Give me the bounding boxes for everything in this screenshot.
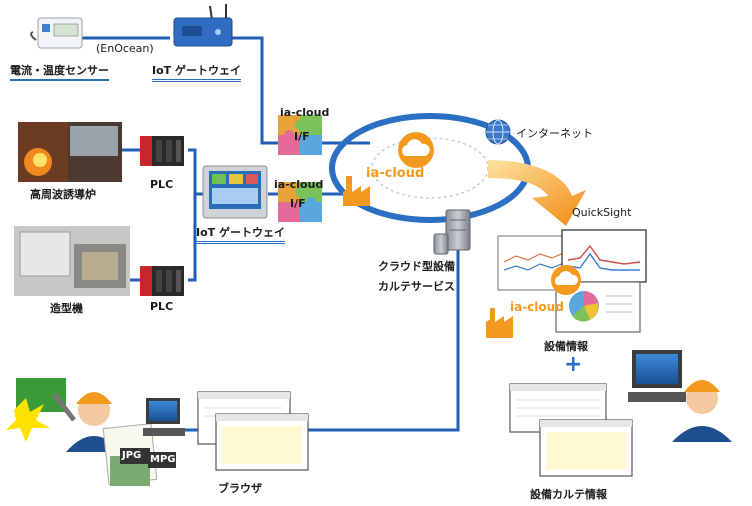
data-flow-arrow: [488, 160, 586, 226]
pc-icon-left: [143, 398, 185, 436]
enocean-label: (EnOcean): [96, 42, 154, 55]
browser-window-2: [215, 413, 309, 471]
furnace-photo: [18, 122, 122, 182]
internet-label: インターネット: [516, 127, 593, 140]
cloud-service-label-2: カルテサービス: [378, 280, 455, 293]
jpg-label: JPG: [122, 450, 142, 461]
karte-window-2: [539, 419, 633, 477]
sensor-label: 電流・温度センサー: [10, 62, 109, 81]
dashboard-factory-icon: [486, 308, 513, 338]
ia-cloud-if-label-2: ia-cloud: [274, 178, 324, 191]
server-icon: [433, 209, 471, 255]
quicksight-label: QuickSight: [572, 206, 632, 219]
plc-label-2: PLC: [150, 300, 174, 313]
factory-icon: [343, 176, 370, 206]
globe-icon: [485, 119, 511, 145]
interface-puzzle-icon-2: [278, 182, 322, 222]
dashboard-cloud-icon: [551, 265, 581, 295]
iot-gateway-top-label: IoT ゲートウェイ: [152, 62, 241, 82]
iot-gateway-mid-label: IoT ゲートウェイ: [196, 224, 285, 244]
molding-label: 造型機: [50, 302, 83, 315]
cloud-icon: [398, 132, 434, 168]
ia-cloud-if-label-1: ia-cloud: [280, 106, 330, 119]
plc-device-icon-2: [140, 266, 184, 296]
interface-puzzle-icon-1: [278, 115, 322, 155]
line-plc1-gateway: [188, 148, 205, 196]
mpg-label: MPG: [150, 454, 176, 465]
line-server-browser: [283, 248, 460, 432]
temperature-sensor-icon: [30, 17, 83, 49]
maintenance-tools-icon: [6, 378, 76, 442]
plc-device-icon-1: [140, 136, 184, 166]
worker-icon-right: [672, 380, 732, 442]
dashboard-logo-label: ia-cloud: [510, 300, 564, 314]
if-label-2: I/F: [290, 197, 306, 210]
plus-sign: +: [564, 352, 583, 377]
cloud-logo-label: ia-cloud: [366, 166, 425, 181]
cloud-service-label-1: クラウド型設備: [378, 260, 455, 273]
pc-icon-right: [628, 350, 686, 402]
equipment-info-label: 設備情報: [544, 340, 588, 353]
iot-gateway-device-icon: [173, 4, 233, 47]
molding-machine-photo: [14, 226, 130, 296]
touch-panel-gateway-icon: [202, 165, 268, 219]
media-files-icon: [102, 423, 176, 486]
line-plc2-gateway: [188, 194, 197, 282]
browser-label: ブラウザ: [218, 482, 262, 495]
if-label-1: I/F: [294, 130, 310, 143]
plc-label-1: PLC: [150, 178, 174, 191]
equipment-karte-label: 設備カルテ情報: [530, 488, 607, 501]
furnace-label: 高周波誘導炉: [30, 188, 96, 201]
dashboard-screenshot-3: [555, 281, 641, 333]
